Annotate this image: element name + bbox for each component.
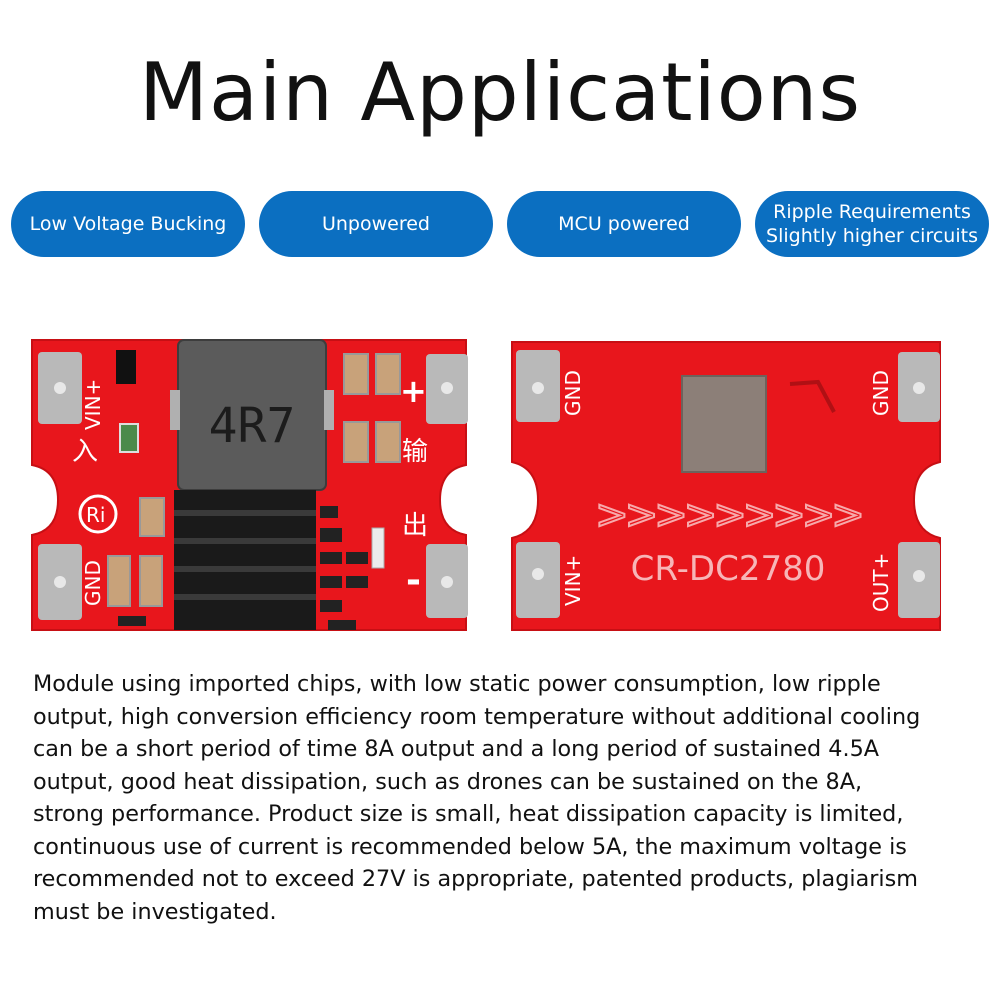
heatsink (174, 490, 316, 630)
back-chip-pad (681, 375, 767, 473)
application-pill-unpowered: Unpowered (259, 191, 493, 257)
application-pill-ripple: Ripple Requirements Slightly higher circ… (755, 191, 989, 257)
brand-logo-text: Ri (86, 503, 105, 527)
description-line: recommended not to exceed 27V is appropr… (33, 866, 918, 892)
front-vin-label: VIN+ (81, 379, 105, 430)
front-output-cn-label-2: 出 (402, 511, 428, 541)
page-title: Main Applications (138, 46, 862, 139)
board-front: 4R7 (31, 339, 468, 631)
pcb-back (511, 341, 941, 631)
application-label-line1: Ripple Requirements (773, 201, 971, 223)
brand-logo-icon (78, 494, 118, 534)
front-plus-label: + (400, 372, 427, 410)
application-pill-mcu: MCU powered (507, 191, 741, 257)
back-trace (789, 379, 836, 413)
inductor-label: 4R7 (209, 398, 296, 454)
back-gnd-left-label: GND (561, 370, 585, 416)
description-line: must be investigated. (33, 898, 277, 925)
back-vin-label: VIN+ (561, 555, 585, 606)
solder-pads-front (38, 352, 468, 620)
application-label-line2: Slightly higher circuits (766, 225, 978, 247)
description-line: can be a short period of time 8A output … (33, 736, 880, 762)
application-pill-low-voltage: Low Voltage Bucking (11, 191, 245, 257)
solder-pads-back (516, 350, 940, 618)
description-line: output, good heat dissipation, such as d… (33, 768, 863, 795)
application-label: Low Voltage Bucking (29, 213, 227, 235)
description-line: strong performance. Product size is smal… (33, 801, 904, 827)
product-description: Module using imported chips, with low st… (33, 668, 973, 928)
back-model-label: CR-DC2780 (631, 549, 826, 589)
back-gnd-right-label: GND (869, 370, 893, 416)
description-line: continuous use of current is recommended… (33, 833, 907, 860)
front-minus-label: - (406, 560, 421, 601)
smd-components-front (107, 350, 401, 630)
front-gnd-label: GND (81, 560, 105, 606)
back-out-label: OUT+ (869, 553, 893, 612)
description-line: output, high conversion efficiency room … (33, 703, 921, 730)
front-output-cn-label-1: 输 (402, 437, 428, 467)
product-photo: 4R7 (31, 339, 941, 631)
back-arrows: >>>>>>>>> (595, 492, 861, 538)
board-back: >>>>>>>>> CR-DC2780 GND GND VIN+ OUT+ (511, 341, 941, 631)
front-input-cn-label: 入 (72, 437, 98, 467)
application-label: Unpowered (321, 213, 430, 235)
application-label: MCU powered (558, 213, 690, 235)
description-line: Module using imported chips, with low st… (33, 671, 881, 697)
